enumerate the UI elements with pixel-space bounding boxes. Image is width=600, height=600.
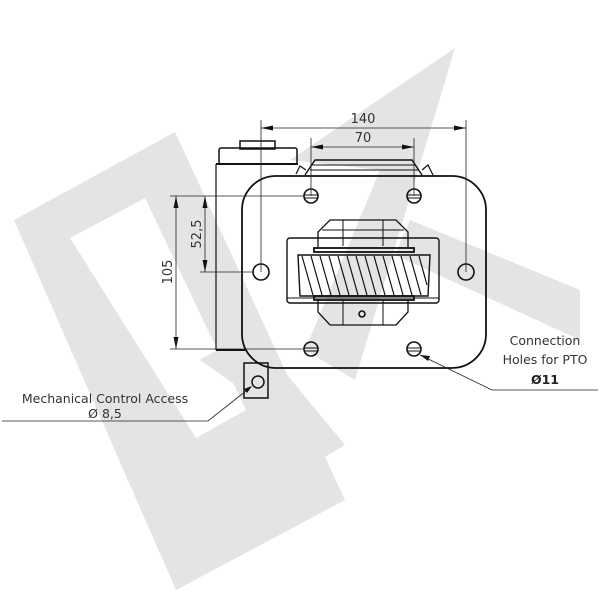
connection-holes-label-line1: Connection: [510, 333, 581, 348]
dimension-140-label: 140: [351, 112, 376, 127]
connection-holes-label-line2: Holes for PTO: [503, 352, 588, 367]
dimension-105: 105: [161, 195, 304, 350]
dimension-70: 70: [310, 131, 415, 196]
mechanical-control-diameter: Ø 8,5: [88, 406, 122, 421]
connection-holes-diameter: Ø11: [531, 372, 559, 387]
helical-teeth: [301, 255, 428, 296]
hole-bottom-right: [406, 341, 422, 357]
mechanical-control-block: [243, 362, 269, 399]
dimension-105-label: 105: [161, 260, 176, 285]
dimension-52-5: 52,5: [190, 196, 253, 273]
mechanical-control-label: Mechanical Control Access: [22, 391, 188, 406]
dimension-70-label: 70: [355, 131, 372, 146]
watermark-logo: [14, 48, 580, 590]
callout-mechanical-control: Mechanical Control Access Ø 8,5: [2, 386, 252, 422]
gear-assembly: [286, 219, 440, 326]
dimension-52-5-label: 52,5: [190, 220, 205, 249]
callout-connection-holes: Connection Holes for PTO Ø11: [419, 333, 598, 391]
side-cylinder: [215, 140, 298, 351]
top-bracket: [295, 159, 434, 176]
